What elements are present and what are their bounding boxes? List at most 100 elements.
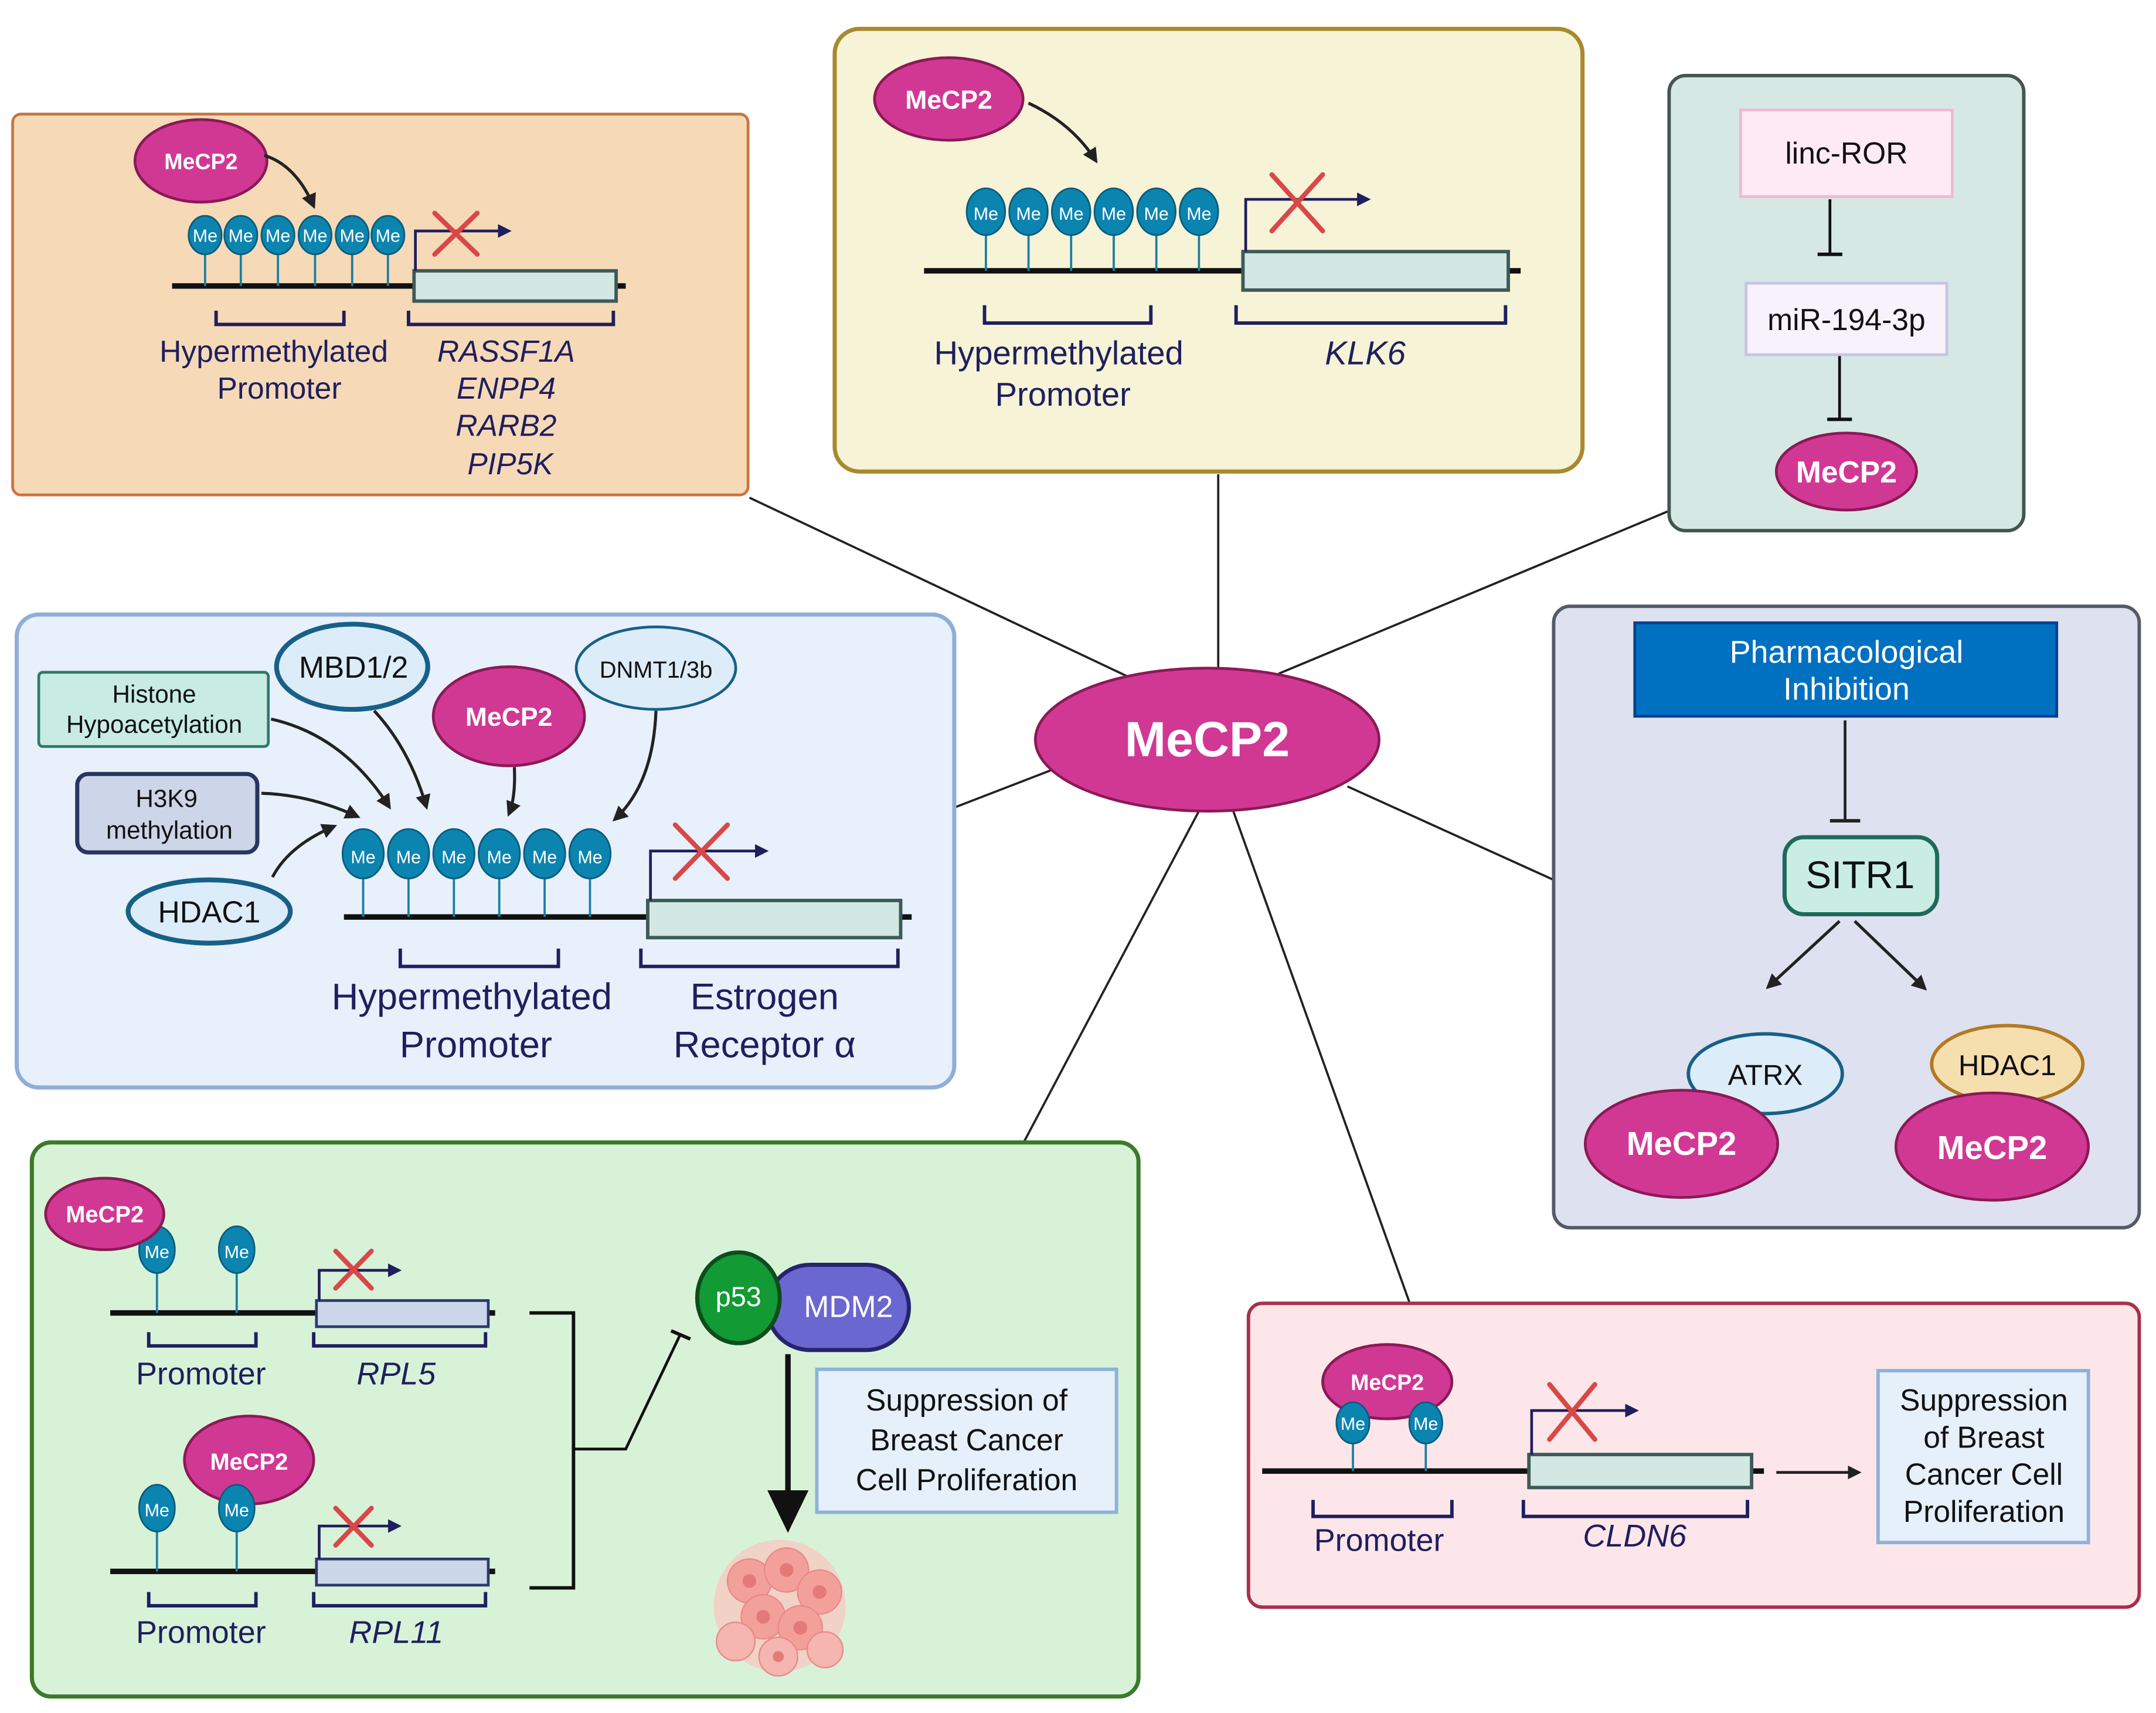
sitr1-box (1782, 835, 1940, 917)
methyl-group-row: Me Me Me Me Me Me (965, 187, 1219, 271)
outcome-line4: Proliferation (1903, 1494, 2065, 1528)
h3k9-label-line1: H3K9 (135, 785, 198, 813)
tss-arrow-icon (318, 1263, 402, 1301)
me-mark: Me (1413, 1414, 1438, 1434)
p53-label: p53 (716, 1282, 761, 1312)
mir-label: miR-194-3p (1767, 303, 1925, 337)
panel-middle-left: Histone Hypoacetylation H3K9 methylation… (15, 612, 957, 1090)
me-mark: Me (1186, 204, 1211, 224)
gene-box (315, 1299, 490, 1328)
tss-arrow-icon (649, 844, 769, 901)
promoter-label-line2: Promoter (217, 371, 341, 405)
connector-middle-right (1346, 785, 1555, 881)
mecp2-label: MeCP2 (1937, 1129, 2048, 1166)
me-mark: Me (441, 848, 466, 868)
outcome-line1: Suppression (1900, 1383, 2068, 1417)
me-mark: Me (1016, 204, 1040, 224)
h3k9-box (75, 771, 260, 855)
histone-box (37, 671, 270, 748)
me-mark: Me (396, 848, 421, 868)
atrx-protein (1686, 1032, 1844, 1116)
outcome-box (815, 1367, 1118, 1514)
tss-arrow-icon (414, 224, 512, 271)
me-mark: Me (1144, 204, 1169, 224)
mecp2-protein (133, 118, 268, 204)
promoter-label: Promoter (1314, 1522, 1444, 1558)
arrow-icon (612, 711, 658, 822)
dnmt-protein (574, 626, 737, 711)
center-node: MeCP2 (1033, 667, 1380, 813)
repression-x-icon (333, 1248, 374, 1291)
mecp2-label: MeCP2 (905, 86, 992, 114)
tss-arrow-icon (1244, 192, 1371, 252)
arrow-icon (1854, 920, 1927, 991)
gene-pip5k: PIP5K (467, 447, 555, 481)
promoter-bracket (398, 949, 560, 968)
mdm2-label: MDM2 (804, 1290, 893, 1324)
me-mark: Me (229, 226, 253, 246)
gene-rassf1a: RASSF1A (437, 334, 575, 368)
cancer-cell-cluster-icon (713, 1539, 846, 1677)
me-mark: Me (351, 848, 375, 868)
connector-middle-left (955, 769, 1053, 808)
gene-rpl5: RPL5 (356, 1357, 436, 1392)
inhibit-line (573, 1333, 682, 1451)
inhibition-label-line1: Pharmacological (1730, 634, 1964, 669)
mecp2-protein (1583, 1089, 1780, 1199)
me-mark: Me (340, 226, 365, 246)
arrow-icon (263, 154, 316, 209)
gene-klk6: KLK6 (1325, 334, 1406, 371)
promoter-bracket (1311, 1500, 1454, 1518)
outcome-line1: Suppression of (866, 1383, 1068, 1417)
arrow-icon (271, 824, 338, 878)
histone-label-line2: Hypoacetylation (66, 711, 242, 738)
center-mecp2 (1033, 667, 1380, 813)
connectors (749, 474, 1668, 1303)
arrow-icon (373, 709, 431, 810)
connector-top-left (749, 497, 1128, 678)
arrow-icon (261, 791, 361, 819)
gene-label-line2: Receptor α (674, 1024, 856, 1065)
me-mark: Me (532, 848, 557, 868)
me-mark: Me (487, 848, 512, 868)
inhibit-icon (670, 1329, 691, 1341)
mecp2-label: MeCP2 (1351, 1370, 1424, 1395)
arrow-icon (270, 717, 391, 810)
methyl-group-row: Me Me Me Me Me Me (188, 215, 406, 286)
gene-box (1527, 1453, 1754, 1490)
sitr1-label: SITR1 (1805, 854, 1914, 896)
gene-box (646, 899, 903, 940)
mecp2-protein (431, 665, 586, 767)
panel-middle-right: Pharmacological Inhibition SITR1 ATRX Me… (1552, 604, 2141, 1230)
hdac1-label: HDAC1 (158, 895, 260, 929)
linc-ror-label: linc-ROR (1785, 136, 1907, 170)
me-mark: Me (1059, 204, 1083, 224)
promoter-label-line1: Hypermethylated (934, 334, 1184, 371)
me-mark: Me (1101, 204, 1126, 224)
me-mark: Me (145, 1242, 169, 1262)
gene-cldn6: CLDN6 (1583, 1518, 1686, 1554)
panel-bottom-right: MeCP2 Me Me Promoter CLDN6 Suppression o… (1246, 1301, 2141, 1609)
me-mark: Me (225, 1242, 249, 1262)
linc-ror-box (1739, 108, 1954, 198)
mecp2-label: MeCP2 (1796, 455, 1897, 489)
outcome-line3: Cell Proliferation (856, 1463, 1077, 1497)
h3k9-label-line2: methylation (106, 817, 233, 844)
panel-top-right: linc-ROR miR-194-3p MeCP2 (1667, 74, 2026, 533)
mecp2-protein (1774, 431, 1918, 512)
mecp2-protein (873, 56, 1025, 142)
connector-bottom-right (1232, 810, 1410, 1303)
gene-label-line1: Estrogen (691, 976, 839, 1017)
gene-enpp4: ENPP4 (457, 371, 556, 405)
promoter-bracket (147, 1592, 258, 1608)
mecp2-label: MeCP2 (164, 149, 237, 174)
repression-x-icon (1547, 1382, 1597, 1442)
p53-protein (695, 1250, 782, 1345)
gene-box (1241, 250, 1510, 292)
atrx-label: ATRX (1728, 1059, 1803, 1091)
mir-box (1744, 281, 1948, 356)
mecp2-protein (1321, 1343, 1454, 1420)
histone-label-line1: Histone (113, 680, 196, 708)
promoter-label-line2: Promoter (400, 1024, 552, 1065)
